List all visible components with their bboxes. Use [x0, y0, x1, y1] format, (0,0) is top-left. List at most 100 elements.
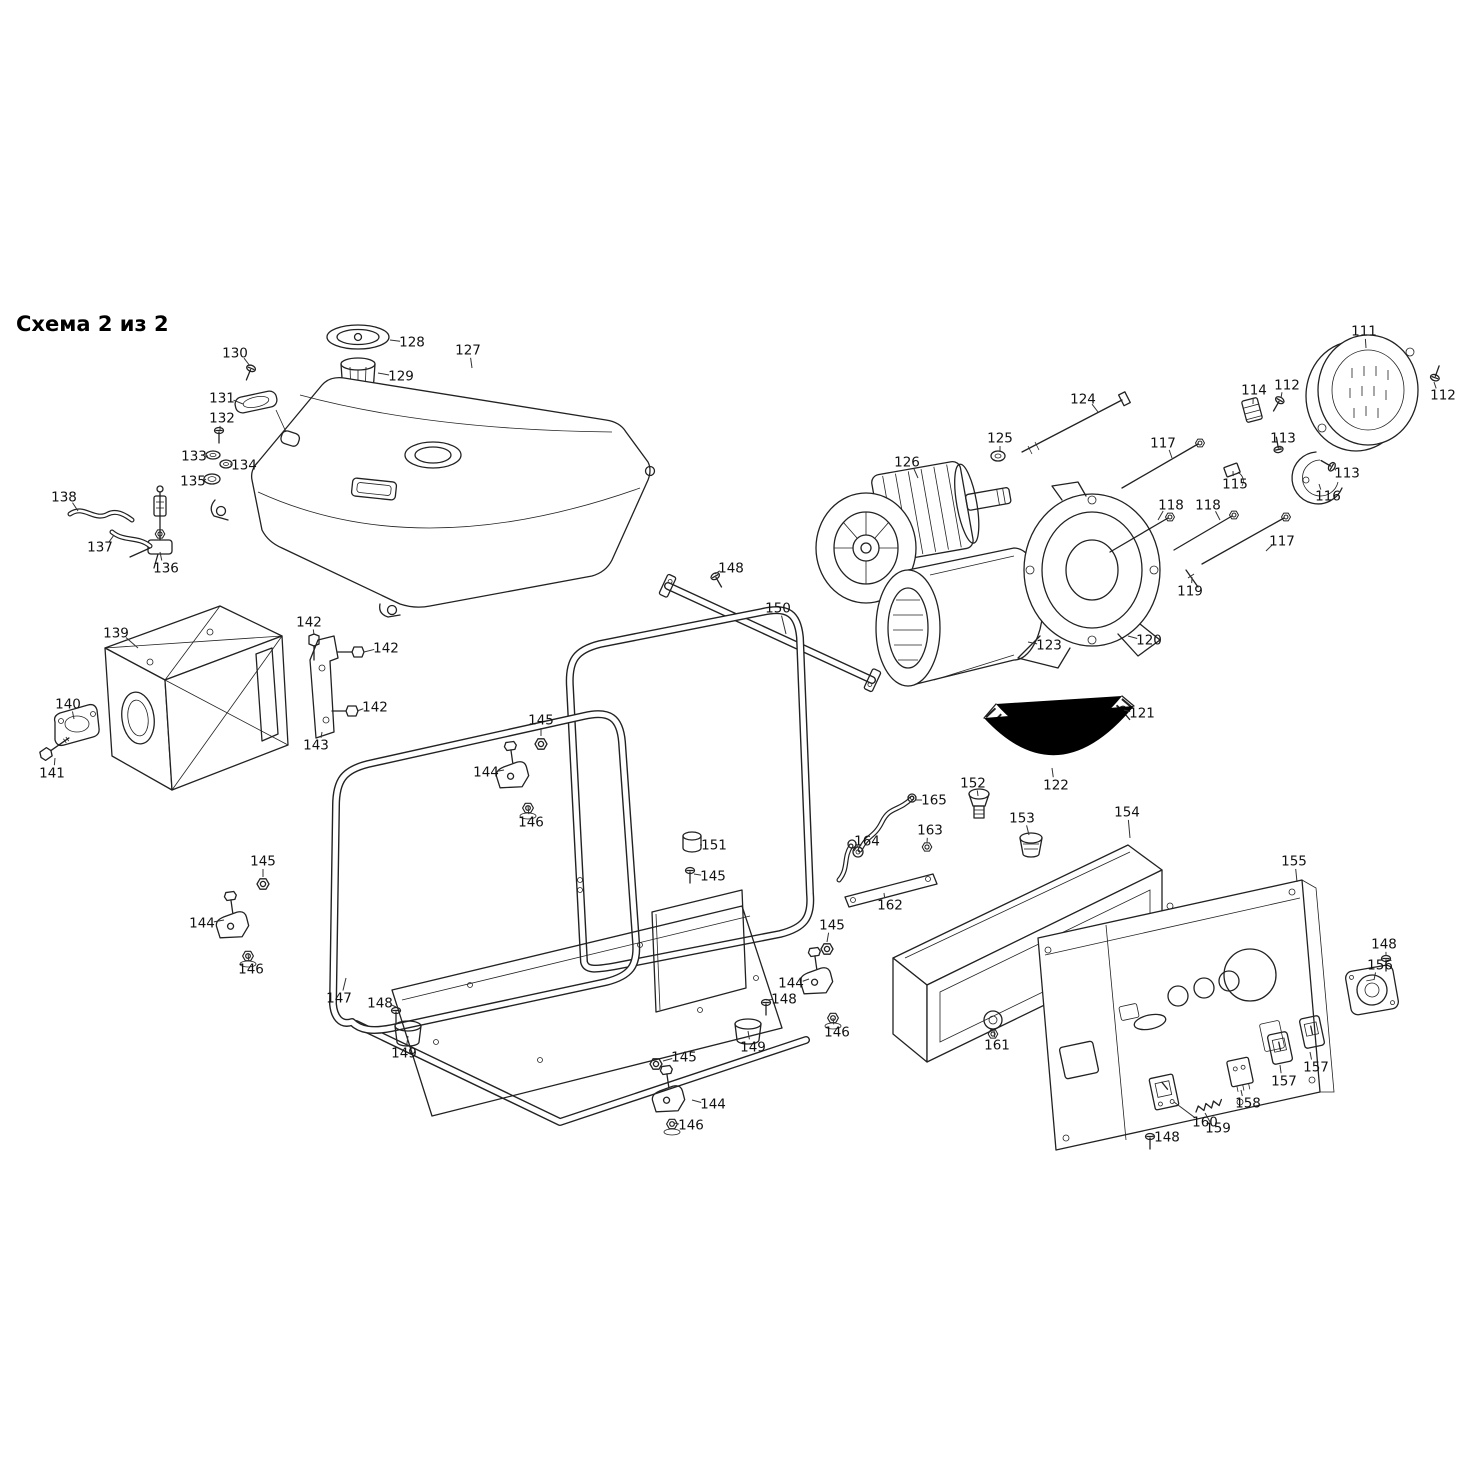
leader-line	[312, 629, 315, 636]
leader-line	[714, 570, 721, 575]
part-label-160: 160	[1192, 1115, 1218, 1131]
part-label-152: 152	[960, 776, 986, 792]
part-label-114: 114	[1241, 383, 1267, 399]
part-label-118: 118	[1195, 498, 1221, 514]
part-label-126: 126	[894, 455, 920, 471]
part-label-156: 156	[1367, 958, 1393, 974]
part-label-159: 159	[1205, 1121, 1231, 1137]
part-label-121: 121	[1129, 706, 1155, 722]
leader-line	[765, 998, 773, 1001]
end-cover	[1305, 334, 1419, 452]
frame	[329, 606, 815, 1126]
stator	[875, 547, 1044, 687]
air-box-gasket	[53, 703, 100, 747]
part-label-146: 146	[824, 1025, 850, 1041]
part-label-157: 157	[1271, 1074, 1297, 1090]
leader-line	[247, 952, 250, 962]
engine-mount	[211, 889, 251, 941]
part-label-137: 137	[87, 540, 113, 556]
mount-nut	[820, 943, 834, 955]
part-label-123: 123	[1036, 638, 1062, 654]
leader-line	[1173, 1101, 1196, 1119]
support-bracket	[309, 635, 339, 739]
rear-bracket	[1017, 481, 1161, 669]
leader-line	[72, 502, 79, 512]
part-label-125: 125	[987, 431, 1013, 447]
fuel-tank	[210, 377, 656, 618]
leader-line	[1279, 1064, 1282, 1074]
leader-line	[1334, 468, 1337, 471]
part-label-133: 133	[181, 449, 207, 465]
part-label-131: 131	[209, 391, 235, 407]
leader-line	[497, 769, 505, 772]
leader-line	[71, 711, 75, 720]
leader-line	[826, 932, 830, 943]
air-box-bolt	[39, 736, 70, 762]
part-label-163: 163	[917, 823, 943, 839]
part-label-128: 128	[399, 335, 425, 351]
leader-line	[1215, 511, 1221, 521]
rotor	[815, 460, 1012, 604]
cover-screw	[1428, 363, 1445, 383]
cover-screw	[1268, 394, 1286, 414]
fuel-washers	[203, 450, 233, 485]
part-label-142: 142	[373, 641, 399, 657]
leader-line	[213, 919, 225, 923]
part-label-155: 155	[1281, 854, 1307, 870]
part-label-146: 146	[238, 962, 264, 978]
part-label-149: 149	[740, 1040, 766, 1056]
mount-nut	[534, 738, 548, 750]
leader-line	[1309, 1051, 1313, 1060]
frame-knob	[682, 831, 702, 853]
leader-line	[125, 637, 139, 649]
leader-line	[976, 790, 979, 797]
leader-line	[320, 731, 323, 738]
leader-line	[691, 1099, 702, 1103]
fuel-hose	[67, 508, 153, 549]
part-label-115: 115	[1222, 477, 1248, 493]
part-labels: 1301281291271311321331341351381371361391…	[39, 324, 1456, 1146]
start-button	[983, 1010, 1003, 1039]
part-label-142: 142	[362, 700, 388, 716]
leader-line	[853, 845, 858, 852]
brush-cover	[1291, 451, 1343, 505]
leader-line	[406, 1035, 409, 1046]
part-label-150: 150	[765, 601, 791, 617]
leader-line	[1433, 381, 1437, 389]
part-label-117: 117	[1150, 436, 1176, 452]
leader-line	[159, 551, 163, 561]
part-label-112: 112	[1430, 388, 1456, 404]
leader-line	[233, 399, 244, 405]
leader-line	[1127, 635, 1138, 639]
part-label-153: 153	[1009, 811, 1035, 827]
part-label-112: 112	[1274, 378, 1300, 394]
leader-line	[204, 478, 207, 481]
part-label-141: 141	[39, 766, 65, 782]
part-label-122: 122	[1043, 778, 1069, 794]
part-label-161: 161	[984, 1038, 1010, 1054]
part-label-164: 164	[854, 834, 880, 850]
part-label-157: 157	[1303, 1060, 1329, 1076]
part-label-119: 119	[1177, 584, 1203, 600]
part-label-116: 116	[1315, 489, 1341, 505]
lead-wire	[836, 839, 857, 883]
part-label-165: 165	[921, 793, 947, 809]
air-box	[104, 605, 289, 791]
cooling-band	[983, 695, 1135, 756]
leader-line	[1204, 1112, 1211, 1123]
part-label-139: 139	[103, 626, 129, 642]
leader-line	[53, 757, 56, 766]
toggle-switch	[1148, 1073, 1180, 1111]
circuit-breaker	[1299, 1015, 1325, 1049]
part-label-124: 124	[1070, 392, 1096, 408]
leader-line	[377, 372, 390, 376]
leader-line	[693, 873, 702, 876]
leader-line	[1280, 392, 1283, 399]
part-label-146: 146	[518, 815, 544, 831]
leader-line	[1091, 403, 1099, 413]
part-label-154: 154	[1114, 805, 1140, 821]
cross-bar	[658, 573, 882, 693]
leader-line	[391, 1004, 397, 1008]
